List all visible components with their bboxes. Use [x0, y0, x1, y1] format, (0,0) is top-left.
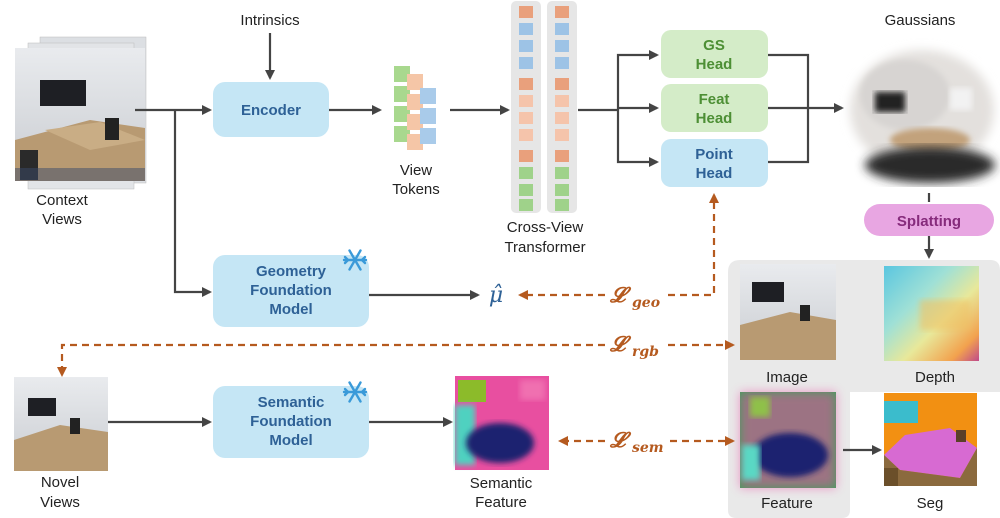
- encoder-label: Encoder: [241, 102, 301, 119]
- splatting-label: Splatting: [897, 213, 961, 230]
- cross-view-transformer-graphic: [511, 1, 577, 213]
- svg-text:𝓛: 𝓛: [609, 282, 632, 307]
- lrgb-left-arrow: [57, 343, 605, 377]
- transformer-token: [555, 40, 569, 52]
- transformer-token: [555, 129, 569, 141]
- transformer-token: [555, 199, 569, 211]
- novel-view-photo: [14, 377, 108, 471]
- svg-text:sem: sem: [632, 440, 664, 456]
- feat-head-module: Feat Head: [661, 84, 768, 132]
- view-tokens-graphic: [394, 66, 436, 150]
- geometry-fm-label-line3: Model: [269, 301, 312, 318]
- encoder-module: Encoder: [213, 82, 329, 137]
- to-point-head-arrow: [616, 110, 659, 167]
- svg-text:𝓛: 𝓛: [609, 427, 632, 452]
- rendered-image-thumbnail: [740, 264, 836, 360]
- transformer-token: [519, 184, 533, 196]
- feat-head-label-line1: Feat: [699, 91, 730, 108]
- rendered-depth-thumbnail: [884, 266, 979, 361]
- semantic-fm-label-line1: Semantic: [258, 394, 325, 411]
- point-head-label-line1: Point: [695, 146, 733, 163]
- transformer-token: [519, 129, 533, 141]
- transformer-token: [519, 40, 533, 52]
- segmentation-thumbnail: [884, 393, 977, 486]
- semantic-fm-label-line3: Model: [269, 432, 312, 449]
- context-views-label-line1: Context: [36, 192, 89, 209]
- geometry-fm-label-line2: Foundation: [250, 282, 332, 299]
- transformer-token: [519, 112, 533, 124]
- transformer-token: [519, 78, 533, 90]
- mu-hat-symbol: μ̂: [489, 283, 503, 308]
- transformer-token: [555, 167, 569, 179]
- image-label: Image: [766, 369, 808, 386]
- transformer-token: [555, 78, 569, 90]
- lgeo-up-arrow: [668, 193, 719, 297]
- novel-views-label-line1: Novel: [41, 474, 79, 491]
- semantic-fm-label-line2: Foundation: [250, 413, 332, 430]
- svg-text:𝓛: 𝓛: [609, 331, 632, 356]
- view-tokens-label-line1: View: [400, 162, 432, 179]
- semantic-foundation-model-module: Semantic Foundation Model: [213, 386, 369, 458]
- feat-head-label-line2: Head: [696, 110, 733, 127]
- point-head-label-line2: Head: [696, 165, 733, 182]
- gaussians-label: Gaussians: [885, 12, 956, 29]
- rendered-feature-thumbnail: [740, 392, 836, 488]
- loss-rgb-label: 𝓛 rgb: [609, 331, 659, 360]
- semantic-feature-label-line1: Semantic: [470, 475, 533, 492]
- context-to-geometry-arrow: [173, 110, 212, 297]
- seg-label: Seg: [917, 495, 944, 512]
- transformer-token: [519, 6, 533, 18]
- cross-view-label-line1: Cross-View: [507, 219, 584, 236]
- semantic-feature-label-line2: Feature: [475, 494, 527, 511]
- depth-label: Depth: [915, 369, 955, 386]
- gaussians-render: [850, 50, 995, 183]
- transformer-token: [519, 57, 533, 69]
- feature-label: Feature: [761, 495, 813, 512]
- cross-view-label-line2: Transformer: [504, 239, 585, 256]
- transformer-token: [555, 23, 569, 35]
- view-tokens-label-line2: Tokens: [392, 181, 440, 198]
- transformer-token: [519, 95, 533, 107]
- geometry-foundation-model-module: Geometry Foundation Model: [213, 255, 369, 327]
- loss-geo-label: 𝓛 geo: [609, 282, 660, 311]
- transformer-token: [555, 112, 569, 124]
- svg-text:geo: geo: [632, 295, 660, 311]
- transformer-token: [519, 23, 533, 35]
- point-head-module: Point Head: [661, 139, 768, 187]
- transformer-token: [555, 95, 569, 107]
- snowflake-icon: [342, 381, 368, 403]
- semantic-feature-thumbnail: [455, 376, 549, 470]
- svg-text:rgb: rgb: [632, 344, 659, 360]
- context-views-label-line2: Views: [42, 211, 82, 228]
- gs-head-label-line1: GS: [703, 37, 725, 54]
- snowflake-icon: [342, 249, 368, 271]
- gs-head-out-line: [768, 53, 810, 108]
- gs-head-module: GS Head: [661, 30, 768, 78]
- gs-head-label-line2: Head: [696, 56, 733, 73]
- geometry-fm-label-line1: Geometry: [256, 263, 327, 280]
- loss-sem-label: 𝓛 sem: [609, 427, 664, 456]
- intrinsics-label: Intrinsics: [240, 12, 299, 29]
- transformer-token: [555, 150, 569, 162]
- context-view-photo: [15, 48, 145, 181]
- to-gs-head-arrow: [616, 50, 659, 110]
- transformer-token: [555, 57, 569, 69]
- point-head-out-line: [768, 108, 810, 164]
- transformer-token: [555, 184, 569, 196]
- transformer-token: [519, 167, 533, 179]
- novel-views-label-line2: Views: [40, 494, 80, 511]
- context-views-photo-stack: [15, 36, 147, 190]
- transformer-token: [519, 150, 533, 162]
- splatting-module: Splatting: [864, 204, 994, 236]
- transformer-token: [555, 6, 569, 18]
- transformer-token: [519, 199, 533, 211]
